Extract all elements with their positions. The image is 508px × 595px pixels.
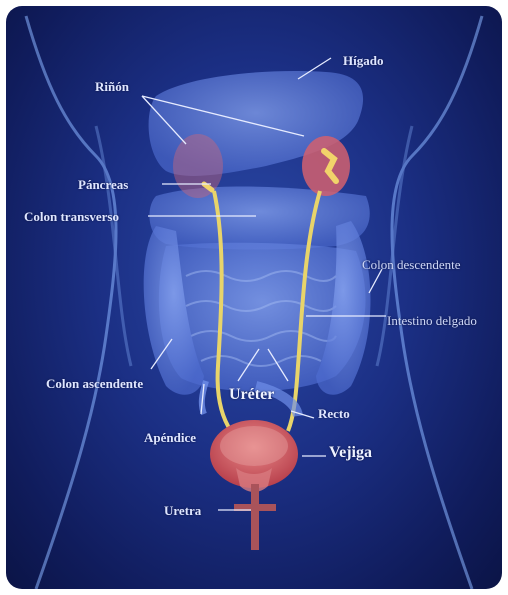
label-small-intestine: Intestino delgado <box>387 313 477 329</box>
label-ureter: Uréter <box>229 386 274 404</box>
label-appendix: Apéndice <box>144 430 196 446</box>
label-liver: Hígado <box>343 53 383 69</box>
label-descending-colon: Colon descendente <box>362 257 461 273</box>
label-ascending-colon: Colon ascendente <box>46 376 143 392</box>
diagram-frame: Hígado Riñón Páncreas Colon transverso C… <box>6 6 502 589</box>
left-kidney-shape <box>173 134 223 198</box>
label-kidney: Riñón <box>95 79 129 95</box>
anatomy-illustration <box>6 6 502 589</box>
right-kidney-shape <box>302 136 350 196</box>
label-urethra: Uretra <box>164 503 201 519</box>
label-bladder: Vejiga <box>329 444 372 462</box>
label-transverse-colon: Colon transverso <box>24 209 119 225</box>
label-pancreas: Páncreas <box>78 177 128 193</box>
label-rectum: Recto <box>318 406 350 422</box>
urethra-shape <box>251 484 259 550</box>
